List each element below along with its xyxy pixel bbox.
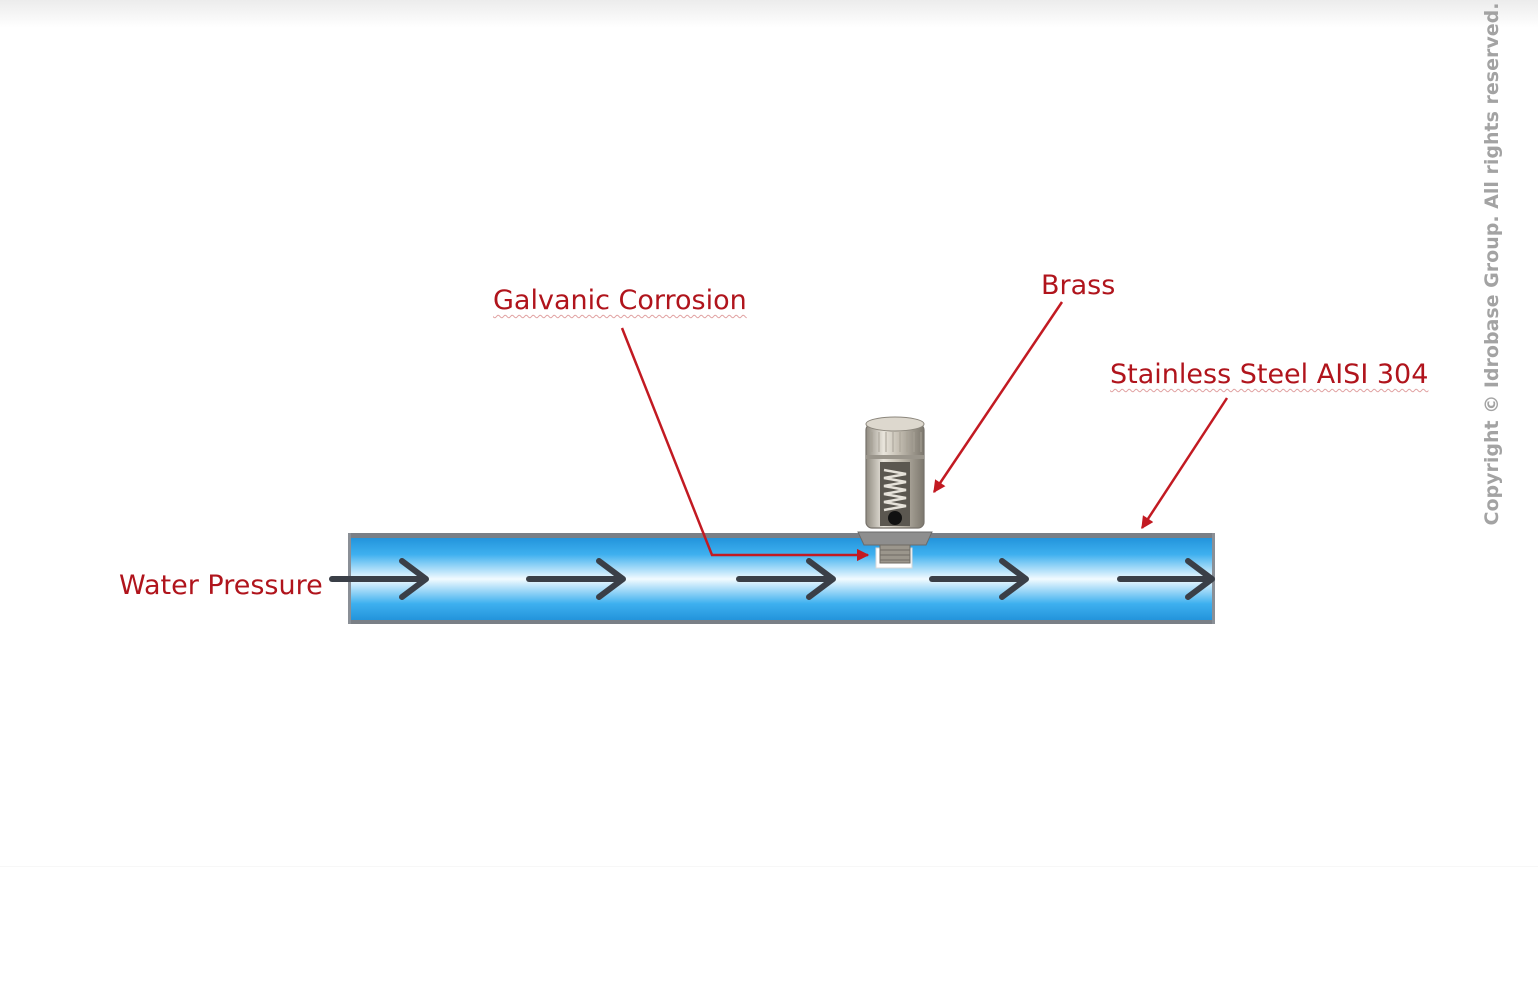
nozzle-check-ball [888,511,902,525]
nozzle-hex-nut [857,531,933,546]
galvanic-corrosion-label: Galvanic Corrosion [493,285,747,316]
stainless-steel-pointer [1140,397,1229,530]
brass-nozzle [857,416,933,569]
pipe-top-wall [350,533,1214,538]
brass-pointer [932,301,1064,494]
right-arrow-icon [929,558,1029,600]
right-arrow-icon [526,558,626,600]
right-arrow-icon [329,558,429,600]
stainless-steel-label: Stainless Steel AISI 304 [1110,359,1429,390]
copyright-notice: Copyright © Idrobase Group. All rights r… [1481,2,1503,526]
top-shadow [0,0,1538,28]
nozzle-spring [883,468,907,512]
galvanic-corrosion-pointer [620,327,870,562]
right-arrow-icon [736,558,836,600]
bottom-band [0,866,1538,1000]
nozzle-collar [866,455,924,459]
water-pressure-label: Water Pressure [119,570,323,601]
right-arrow-icon [1117,558,1215,600]
nozzle-cap [865,416,925,432]
brass-label: Brass [1041,270,1116,301]
pipe-bottom-wall [350,620,1214,624]
